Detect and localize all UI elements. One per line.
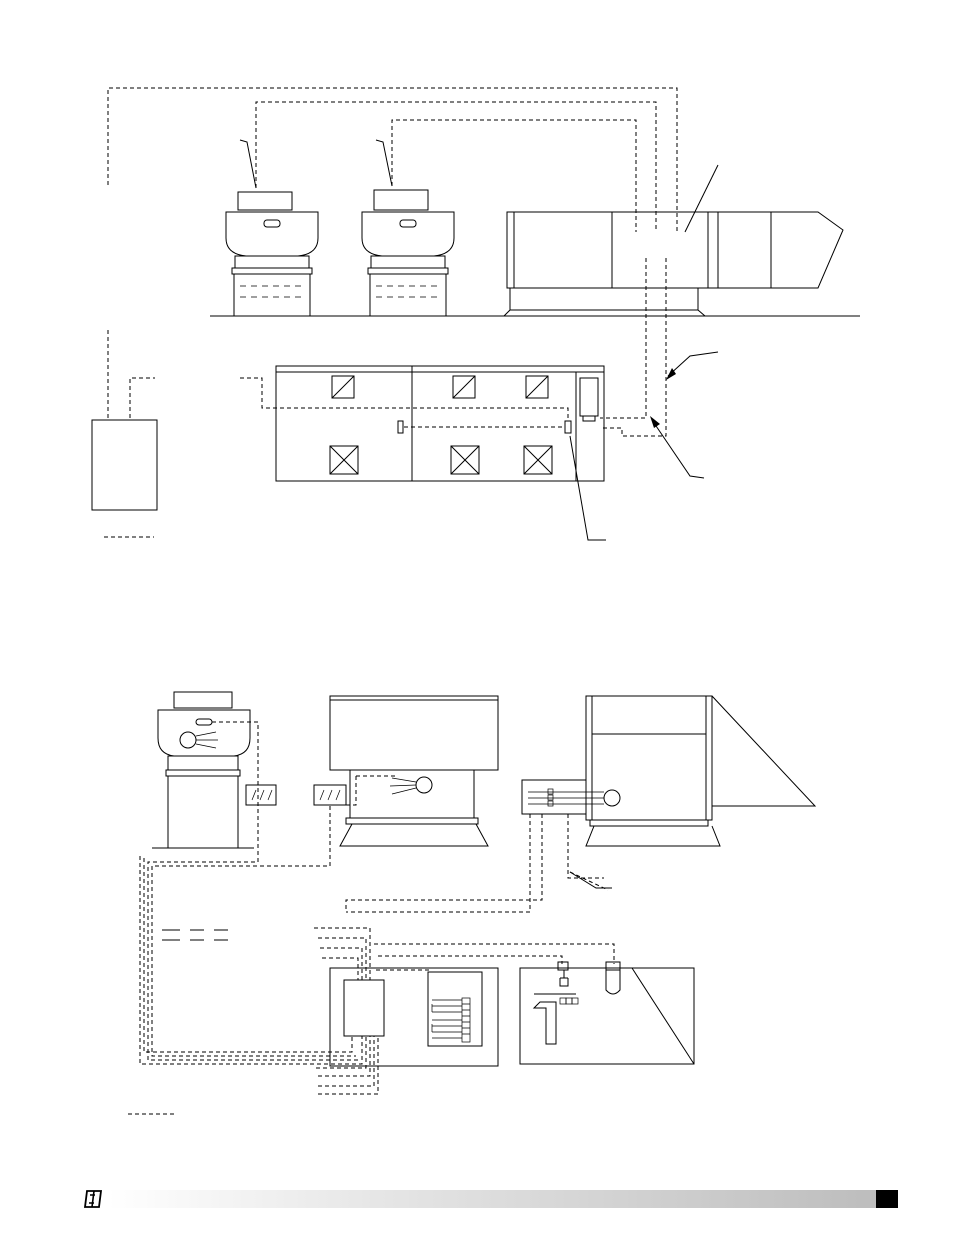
remote-wiring xyxy=(129,377,155,418)
remote-wiring xyxy=(240,377,569,421)
hood-wiring xyxy=(567,814,609,891)
gas-panel xyxy=(519,961,695,1065)
arrow-head xyxy=(666,368,676,380)
hood xyxy=(585,695,817,847)
leader-line xyxy=(239,139,257,189)
mua-control-wiring xyxy=(600,258,667,437)
mua-control-wiring xyxy=(600,258,647,419)
brand-logo xyxy=(84,1190,102,1208)
leader-arrow xyxy=(667,351,719,377)
supply-unit xyxy=(329,695,499,847)
leader-line xyxy=(569,871,612,889)
exhaust-fan-2 xyxy=(361,189,455,317)
exhaust-fan-1 xyxy=(225,191,319,317)
page-footer xyxy=(0,1186,954,1216)
make-up-air-unit xyxy=(503,211,844,317)
legend-lines xyxy=(162,929,228,941)
exhaust-fan xyxy=(152,691,254,849)
supply-wiring xyxy=(151,776,357,1057)
control-panel-assembly xyxy=(275,365,605,482)
hood-wiring xyxy=(345,814,543,912)
footer-gradient-bar xyxy=(108,1190,876,1208)
hood-wiring xyxy=(346,814,531,913)
leader-line xyxy=(375,139,393,187)
hood-junction-box xyxy=(521,779,604,815)
leader-line xyxy=(684,164,719,233)
leader-line xyxy=(569,435,606,541)
disconnect-switch-1 xyxy=(245,784,277,806)
fan-motor-wiring xyxy=(147,721,360,1061)
footer-page-tab xyxy=(876,1190,898,1208)
disconnect-switch-2 xyxy=(313,784,347,806)
electrical-panel xyxy=(329,967,499,1067)
leader-arrow xyxy=(651,419,705,479)
remote-panel xyxy=(91,419,158,511)
field-wiring-bundle xyxy=(139,856,615,1095)
arrow-head xyxy=(650,416,660,428)
overhead-control-wiring xyxy=(107,87,678,418)
